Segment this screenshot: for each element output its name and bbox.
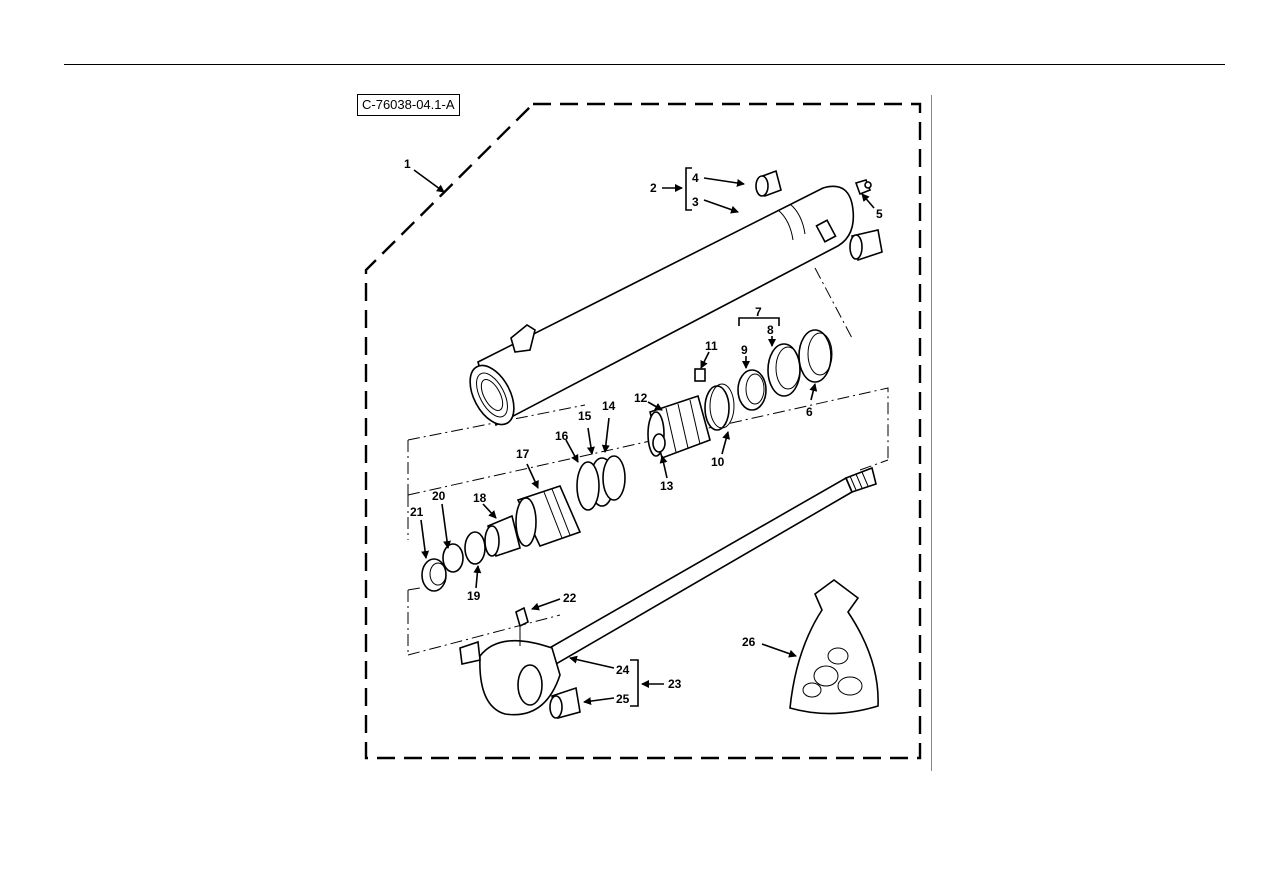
rod-eye (459, 639, 561, 716)
callout-leaders (413, 167, 875, 707)
rod-backup-ring (464, 531, 486, 565)
callout-9: 9 (741, 343, 748, 357)
grease-fitting (854, 179, 872, 196)
callout-1: 1 (404, 157, 411, 171)
callout-4: 4 (692, 171, 699, 185)
callout-21: 21 (410, 505, 424, 519)
piston-setscrew (694, 368, 706, 382)
callout-16: 16 (555, 429, 569, 443)
rod-eye-bushing (549, 686, 581, 719)
gland-group-outline (407, 387, 889, 656)
callout-11: 11 (705, 339, 718, 353)
cylinder-barrel (469, 185, 855, 427)
rod-wiper (421, 558, 447, 592)
callout-25: 25 (616, 692, 630, 706)
callout-13: 13 (660, 479, 674, 493)
gland-oring (576, 461, 600, 511)
callout-8: 8 (767, 323, 774, 337)
gland-seal (602, 455, 626, 501)
margin-rule (931, 95, 932, 771)
callout-6: 6 (806, 405, 813, 419)
header-rule (64, 64, 1225, 65)
callout-3: 3 (692, 195, 699, 209)
piston-seal (767, 343, 801, 397)
callout-17: 17 (516, 447, 530, 461)
assembly-boundary (364, 102, 922, 760)
barrel-bushing-right (849, 229, 883, 262)
callout-10: 10 (711, 455, 725, 469)
callout-20: 20 (432, 489, 446, 503)
piston-wear-ring (798, 329, 833, 383)
rod-wiper-ring (442, 543, 464, 573)
gland (515, 485, 582, 547)
rod-grease-fitting (515, 606, 529, 646)
callout-2: 2 (650, 181, 657, 195)
callout-19: 19 (467, 589, 481, 603)
piston-group-right-outline (407, 495, 421, 591)
callout-12: 12 (634, 391, 648, 405)
callout-7: 7 (755, 305, 762, 319)
callout-18: 18 (473, 491, 487, 505)
barrel-bushing (755, 169, 782, 198)
callout-15: 15 (578, 409, 592, 423)
callout-26: 26 (742, 635, 756, 649)
callout-23: 23 (668, 677, 682, 691)
callout-14: 14 (602, 399, 616, 413)
rod-seal (484, 514, 521, 558)
piston-oring (652, 433, 666, 453)
parts-kit-bag (789, 579, 879, 715)
callout-22: 22 (563, 591, 577, 605)
backup-ring (737, 369, 767, 411)
callout-24: 24 (616, 663, 630, 677)
figure-id-label: C-76038-04.1-A (357, 94, 460, 116)
callout-5: 5 (876, 207, 883, 221)
wear-ring (704, 383, 735, 431)
